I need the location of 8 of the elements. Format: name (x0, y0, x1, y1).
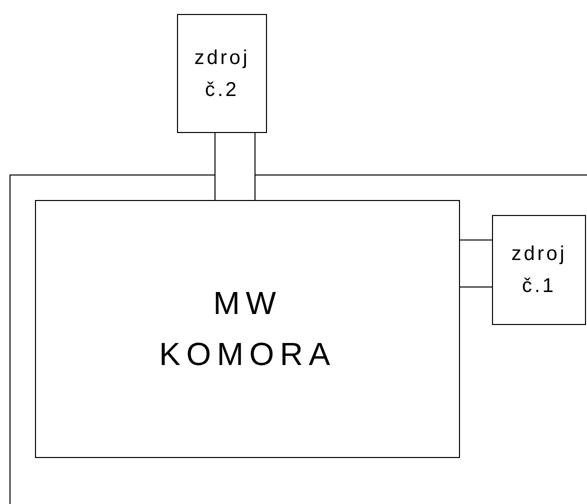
source-box (177, 14, 267, 133)
source-box (492, 215, 586, 325)
waveguide-connector (214, 132, 256, 200)
waveguide-connector (460, 240, 492, 288)
source-label: zdroj č.1 (510, 242, 568, 299)
chamber-label: MW KOMORA (158, 284, 337, 374)
chamber-box (35, 200, 460, 458)
source-label: zdroj č.2 (193, 46, 251, 102)
